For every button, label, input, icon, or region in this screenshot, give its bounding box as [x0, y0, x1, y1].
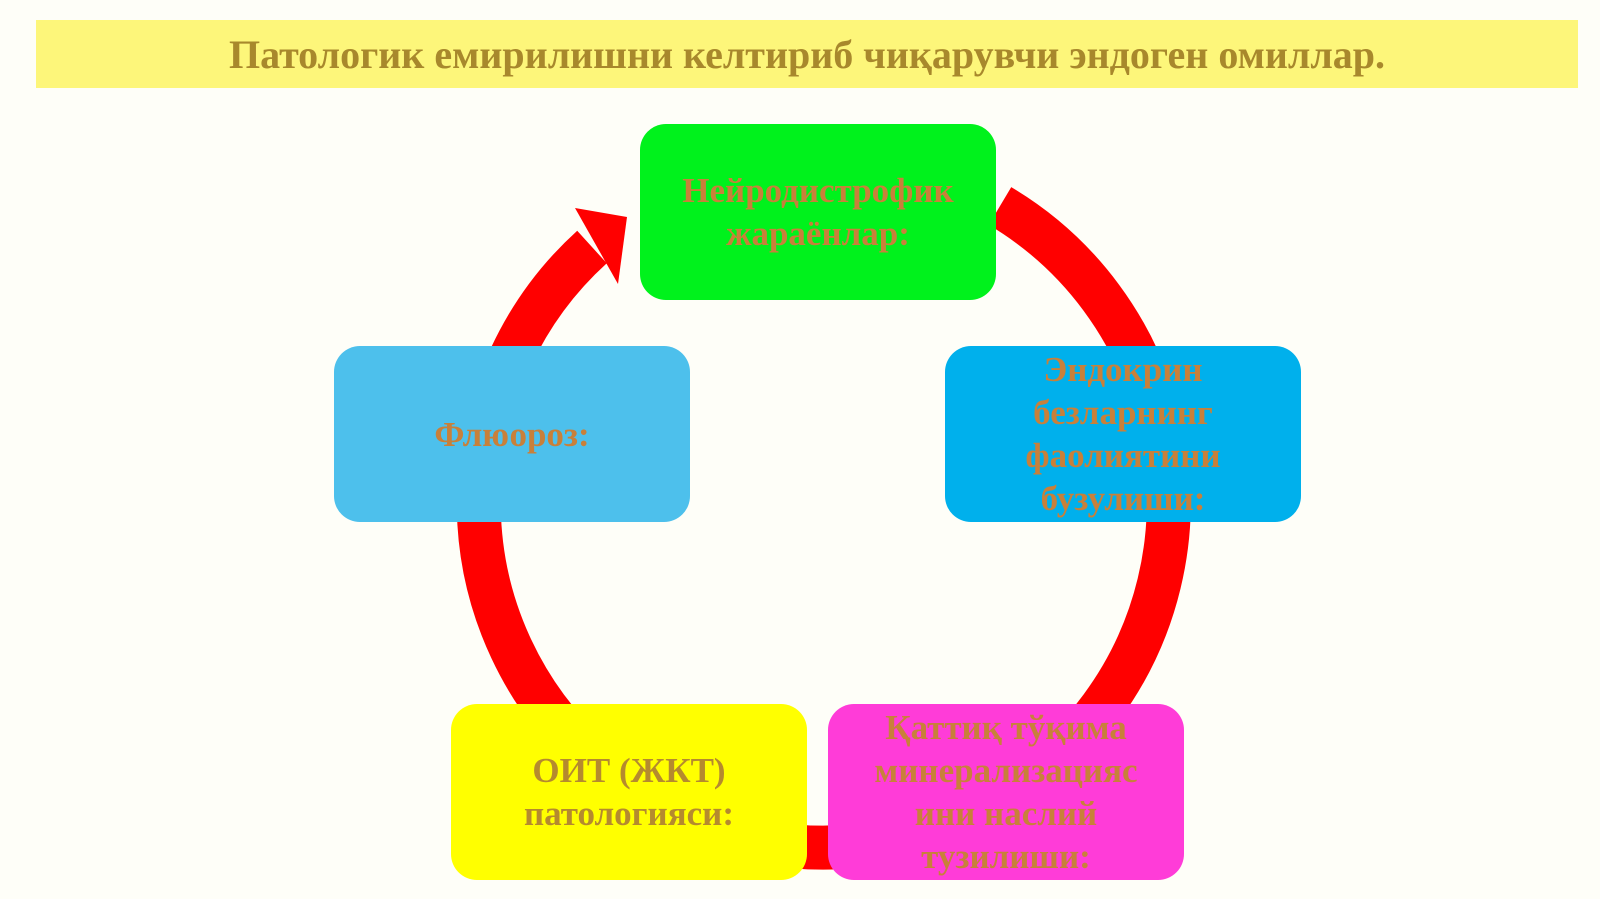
node-endocrine-dysfunction: Эндокрин безларнинг фаолиятини бузулиши: — [945, 346, 1301, 522]
node-mineralization-heredity: Қаттиқ тўқима минерализацияс ини наслий … — [828, 704, 1184, 880]
node-label: Нейродистрофик жараёнлар: — [682, 171, 954, 253]
node-neurodystrophic-processes: Нейродистрофик жараёнлар: — [640, 124, 996, 300]
node-label: Эндокрин безларнинг фаолиятини бузулиши: — [1025, 350, 1221, 518]
node-git-pathology: ОИТ (ЖКТ) патологияси: — [451, 704, 807, 880]
page-title: Патологик емирилишни келтириб чиқарувчи … — [228, 31, 1385, 77]
node-label: Флюороз: — [434, 414, 590, 454]
node-fluorosis: Флюороз: — [334, 346, 690, 522]
title-banner: Патологик емирилишни келтириб чиқарувчи … — [36, 20, 1578, 88]
node-label: ОИТ (ЖКТ) патологияси: — [523, 751, 735, 833]
cycle-arrowhead-icon — [575, 208, 627, 284]
node-label: Қаттиқ тўқима минерализацияс ини наслий … — [874, 708, 1138, 876]
